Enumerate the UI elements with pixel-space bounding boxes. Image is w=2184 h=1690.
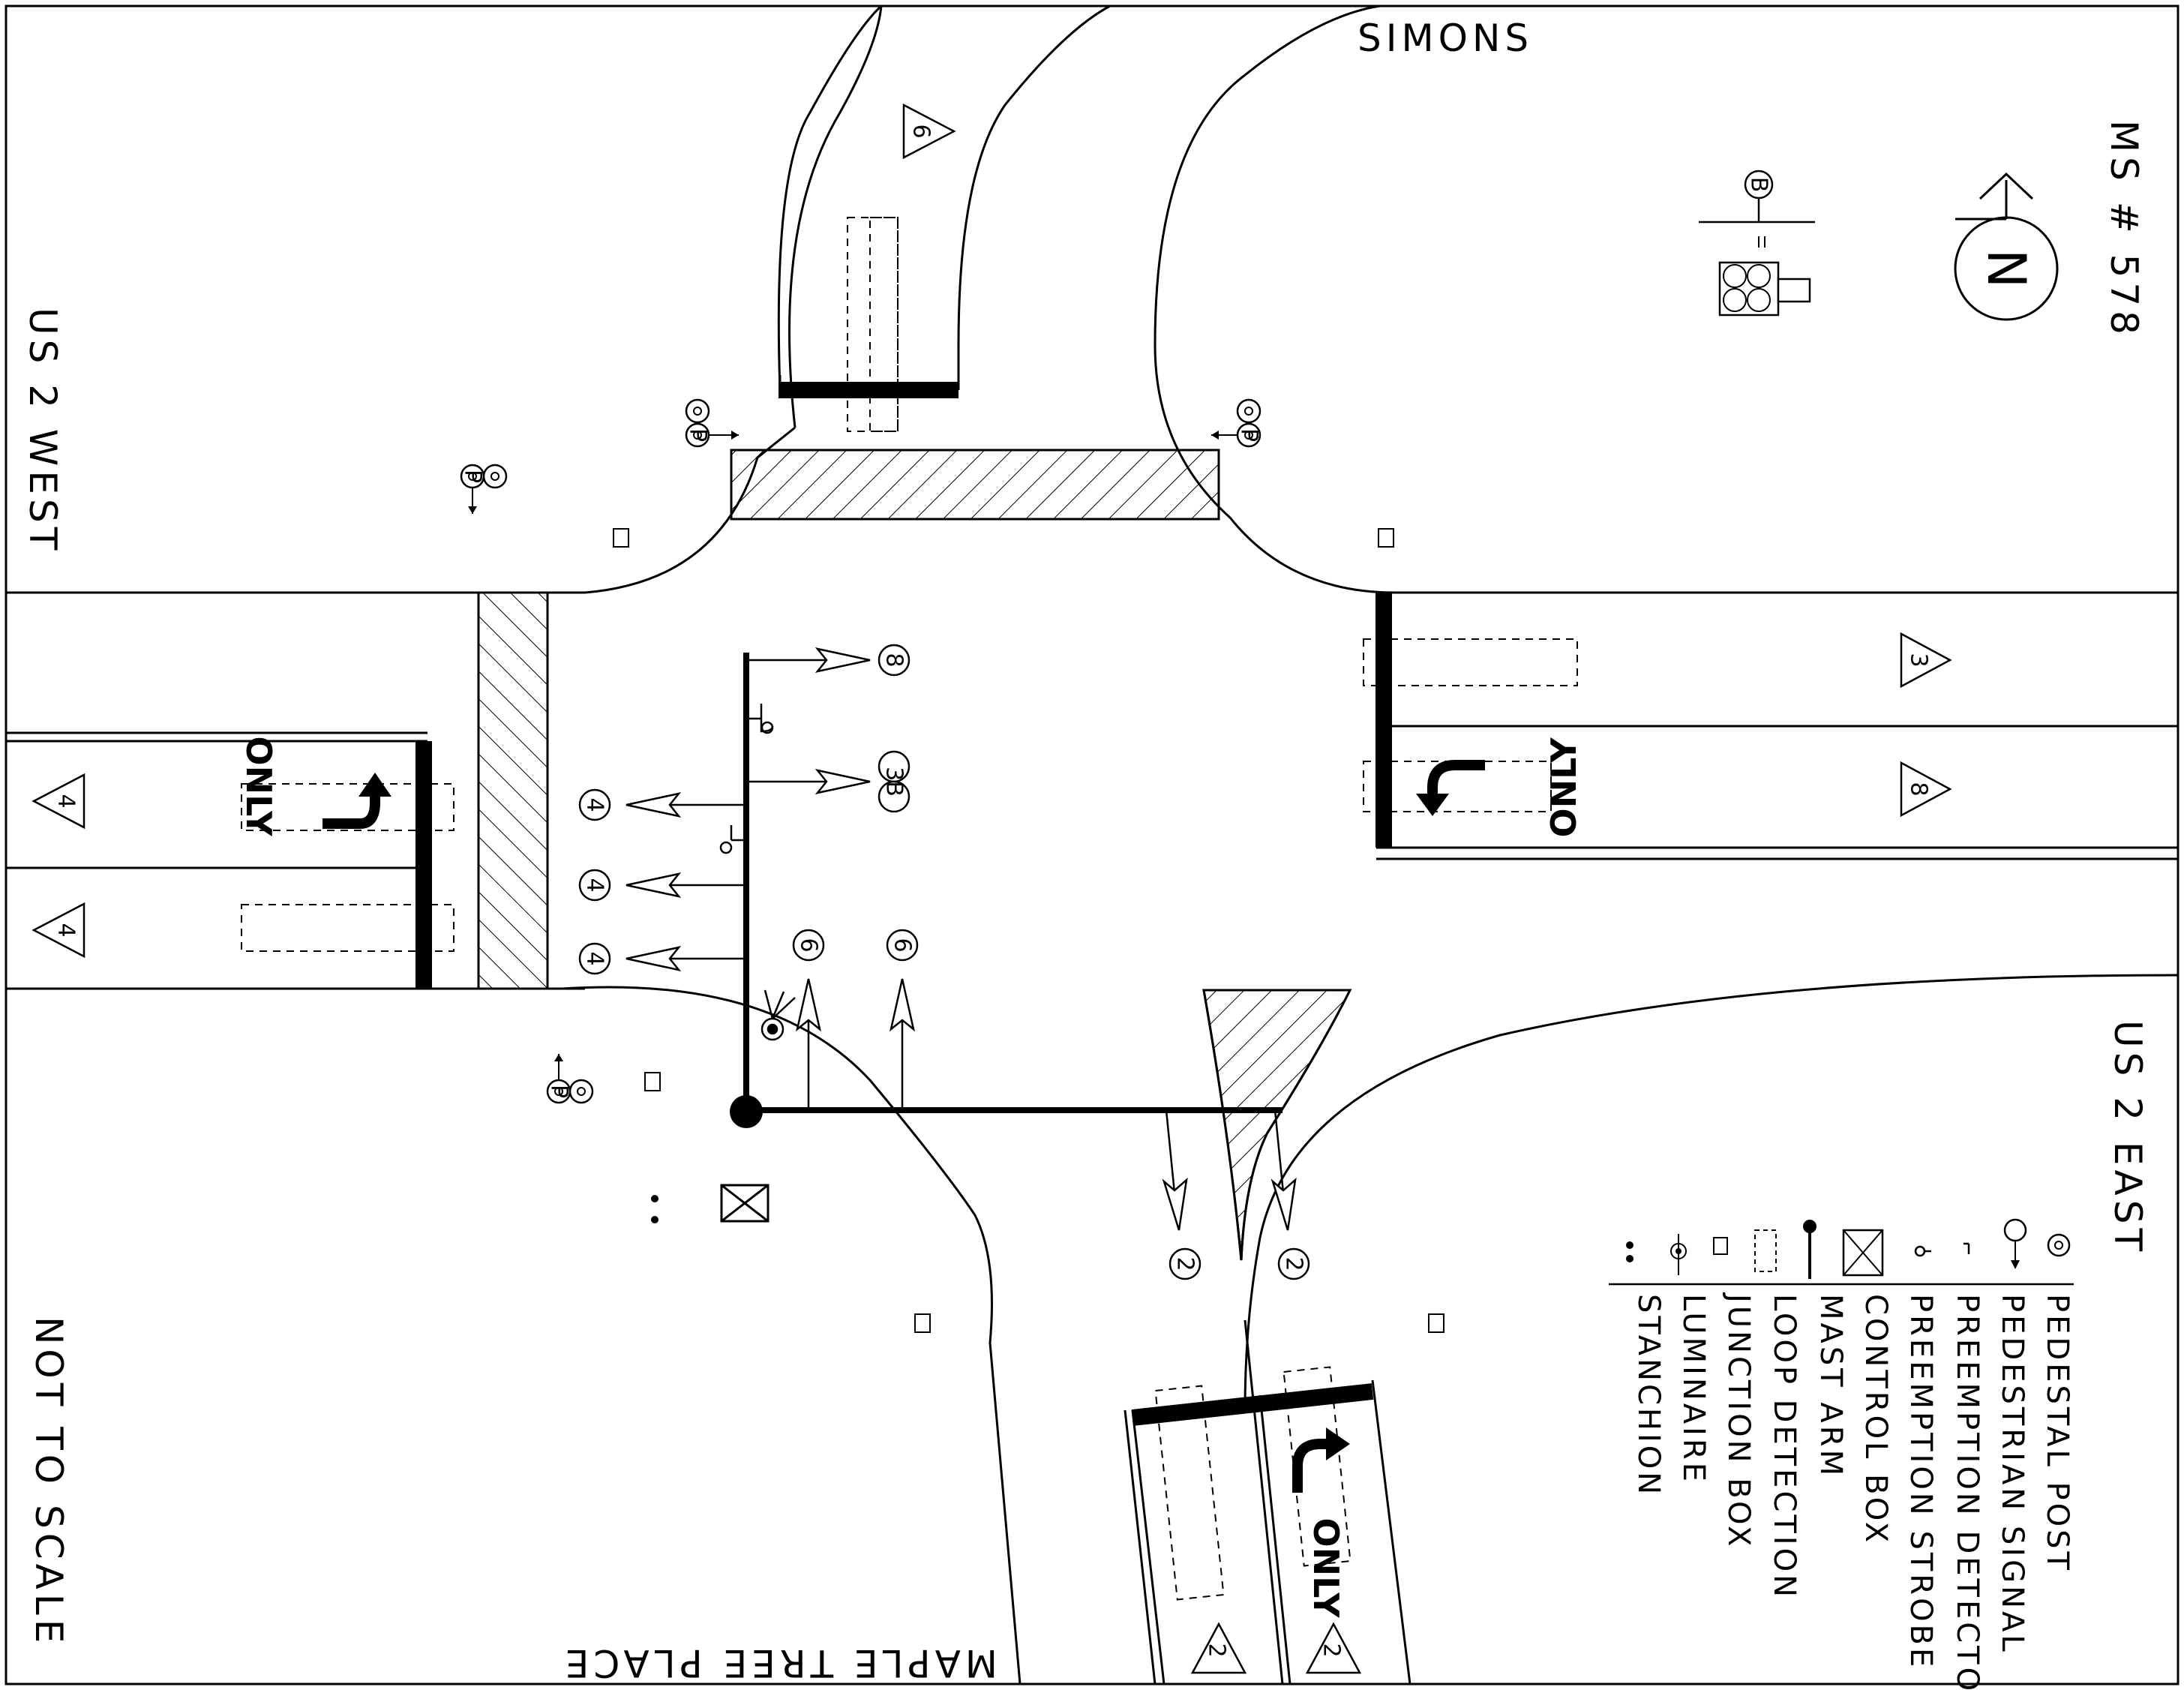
svg-text:4: 4 [582, 797, 608, 812]
signal-head-note: B [1699, 170, 1815, 317]
luminaire-icon [1670, 1234, 1687, 1275]
svg-text:6: 6 [908, 124, 934, 138]
svg-text:3B: 3B [881, 767, 908, 797]
scale-note: NOT TO SCALE [27, 1316, 70, 1647]
pedestal-post-icon [2047, 1233, 2071, 1257]
legend-label-preemption-strobe: PREEMPTION STROBE [1904, 1294, 1938, 1670]
preemption-detector-icon [1964, 1242, 1970, 1254]
signal-head-4b: 4 [578, 869, 611, 902]
svg-text:2: 2 [1172, 1256, 1198, 1271]
svg-text:2: 2 [1318, 1643, 1345, 1657]
loop-detection-icon [1754, 1229, 1777, 1272]
pedestrian-signal-icon: P [460, 464, 508, 514]
svg-text:P: P [546, 1085, 572, 1098]
street-name-west: US 2 WEST [21, 308, 64, 554]
pedestrian-signal-icon [2003, 1218, 2027, 1269]
svg-text:3: 3 [1906, 653, 1932, 667]
pedestrian-signal-icon: P [546, 1054, 594, 1104]
turn-arrowhead-east [1416, 794, 1449, 816]
svg-text:2: 2 [1204, 1643, 1230, 1657]
luminaire-icon [760, 989, 796, 1041]
junction-box-icon [613, 528, 1444, 1333]
lane-marker-west-lower: 4 [32, 902, 86, 959]
svg-text:8: 8 [881, 653, 908, 667]
preemption-detector-icon [719, 704, 774, 854]
lane-marker-south-left: 2 [1190, 1622, 1247, 1674]
svg-text:6: 6 [890, 938, 916, 952]
pedestrian-signal-icon: P [685, 398, 739, 448]
signal-head-2a: 2 [1168, 1247, 1202, 1280]
lane-marker-north: 6 [902, 103, 956, 160]
legend-label-pedestrian-signal: PEDESTRIAN SIGNAL [1995, 1294, 2030, 1655]
north-arrow: N [1954, 172, 2059, 321]
junction-box-icon [1713, 1237, 1728, 1255]
legend-label-preemption-detector: PREEMPTION DETECTOR [1950, 1294, 1984, 1690]
signal-head-6a: 6 [792, 929, 825, 962]
svg-text:4: 4 [53, 794, 80, 808]
only-marking-south: ONLY [1306, 1517, 1346, 1618]
svg-text:P: P [1236, 428, 1262, 442]
svg-text:4: 4 [53, 923, 80, 937]
lane-marker-south-right: 2 [1305, 1622, 1362, 1674]
legend-label-control-box: CONTROL BOX [1858, 1294, 1893, 1545]
only-marking-east: ONLY [1544, 737, 1584, 838]
west-crosswalk [477, 591, 549, 990]
loop-detectors [241, 217, 1578, 1601]
svg-text:N: N [1976, 249, 2037, 288]
stop-bars [416, 382, 1392, 1426]
signal-head-6b: 6 [886, 929, 919, 962]
street-name-north: SIMONS [1358, 17, 1533, 60]
preemption-strobe-icon [1914, 1245, 1931, 1257]
turn-arrowhead-south [1326, 1427, 1350, 1460]
control-box-icon [1842, 1229, 1884, 1277]
legend-label-mast-arm: MAST ARM [1814, 1294, 1848, 1478]
roadway-edges [6, 5, 2179, 1685]
stanchion-icon [1626, 1241, 1634, 1262]
lane-marker-east-upper: 3 [1900, 632, 1952, 689]
svg-text:B: B [1746, 177, 1772, 193]
turn-arrowhead-west [358, 773, 392, 797]
turn-arrow-west [322, 795, 380, 829]
legend-label-junction-box: JUNCTION BOX [1721, 1292, 1756, 1549]
street-name-south: MAPLE TREE PLACE [561, 1641, 998, 1685]
mast-arms [743, 653, 1282, 1113]
drawing-border [4, 5, 2180, 1685]
svg-text:P: P [685, 428, 711, 442]
turn-arrow-east [1427, 760, 1485, 795]
svg-text:2: 2 [1281, 1256, 1307, 1271]
signal-head-4c: 4 [578, 942, 611, 975]
legend-label-stanchion: STANCHION [1631, 1294, 1666, 1497]
svg-text:6: 6 [796, 938, 822, 952]
mast-arm-pole [730, 1095, 763, 1128]
legend-label-luminaire: LUMINAIRE [1676, 1294, 1711, 1484]
control-box-icon [720, 1184, 770, 1223]
signal-head-8: 8 [878, 644, 910, 677]
lane-marker-west-upper: 4 [32, 773, 86, 830]
signal-head-3b: 3B [878, 750, 910, 813]
signal-head-labels: 8 3B 4 4 4 6 6 2 [578, 644, 1310, 1280]
svg-text:4: 4 [582, 878, 608, 892]
svg-text:8: 8 [1906, 782, 1932, 796]
street-name-east: US 2 EAST [2106, 1020, 2150, 1256]
signal-head-4a: 4 [578, 788, 611, 821]
legend: PEDESTAL POST PEDESTRIAN SIGNAL PREEMPTI… [1609, 1218, 2074, 1690]
north-crosswalk [730, 449, 1220, 521]
signal-head-2b: 2 [1277, 1247, 1310, 1280]
stanchion-icon [651, 1195, 658, 1223]
signal-head-lines [660, 659, 1285, 1193]
pedestrian-signal-icon: P [1211, 398, 1262, 448]
svg-text:4: 4 [582, 951, 608, 965]
signal-head-arrows [626, 647, 1297, 1231]
svg-text:P: P [460, 470, 486, 483]
lane-marker-east-lower: 8 [1900, 761, 1952, 818]
only-marking-west: ONLY [238, 736, 279, 836]
drawing-title: MS # 578 [2102, 120, 2146, 339]
lane-phase-markers: 6 3 8 4 4 2 2 [32, 103, 1952, 1674]
mast-arm-icon [1803, 1220, 1816, 1279]
legend-label-pedestal-post: PEDESTAL POST [2040, 1294, 2074, 1573]
turn-arrow-south [1292, 1439, 1328, 1493]
legend-label-loop-detection: LOOP DETECTION [1767, 1294, 1802, 1600]
